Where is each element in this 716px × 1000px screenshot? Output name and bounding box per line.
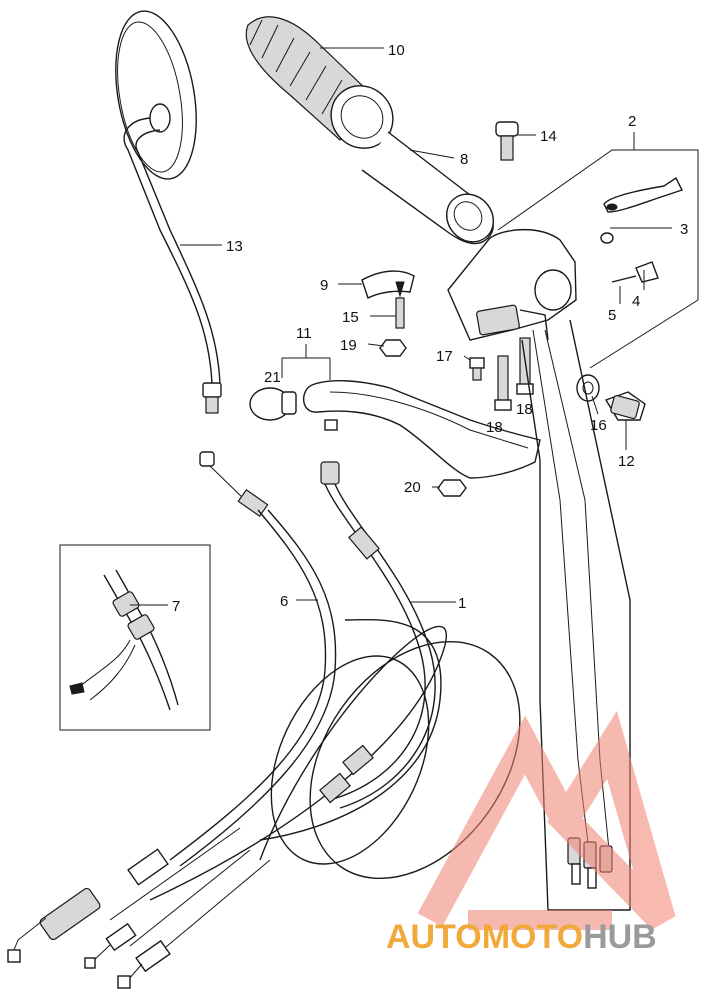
callout-21: 21 [264, 369, 281, 386]
control-cables [7, 419, 521, 989]
callout-14: 14 [540, 128, 557, 145]
watermark-part1: AUTOMOTO [386, 918, 583, 956]
screw-14 [495, 121, 519, 161]
throttle-housing [447, 229, 577, 341]
callout-16: 16 [590, 417, 607, 434]
callout-3: 3 [680, 221, 688, 238]
callout-9: 9 [320, 277, 328, 294]
inset-detail [59, 544, 211, 731]
callout-2: 2 [628, 113, 636, 130]
mirror [115, 10, 222, 414]
callout-4: 4 [632, 293, 640, 310]
callout-13: 13 [226, 238, 243, 255]
leader-lines [130, 47, 672, 606]
callout-5: 5 [608, 307, 616, 324]
callout-8: 8 [460, 151, 468, 168]
callout-6: 6 [280, 593, 288, 610]
watermark-text: AUTOMOTOHUB [386, 918, 657, 956]
clutch-lever [303, 380, 541, 479]
lever-bracket-outline [497, 132, 699, 369]
watermark-logo-icon [417, 710, 676, 930]
callout-18a: 18 [516, 401, 533, 418]
lever-small-parts [600, 176, 683, 283]
handle-grip [245, 16, 394, 149]
callout-1: 1 [458, 595, 466, 612]
callout-17: 17 [436, 348, 453, 365]
throttle-tube [361, 131, 494, 245]
switch-12 [576, 374, 646, 421]
callout-15: 15 [342, 309, 359, 326]
callout-10: 10 [388, 42, 405, 59]
callout-19: 19 [340, 337, 357, 354]
callout-20: 20 [404, 479, 421, 496]
watermark-part2: HUB [583, 918, 657, 956]
callout-7: 7 [172, 598, 180, 615]
callout-18b: 18 [486, 419, 503, 436]
callout-11: 11 [296, 325, 312, 342]
small-fittings [249, 270, 467, 497]
callout-12: 12 [618, 453, 635, 470]
